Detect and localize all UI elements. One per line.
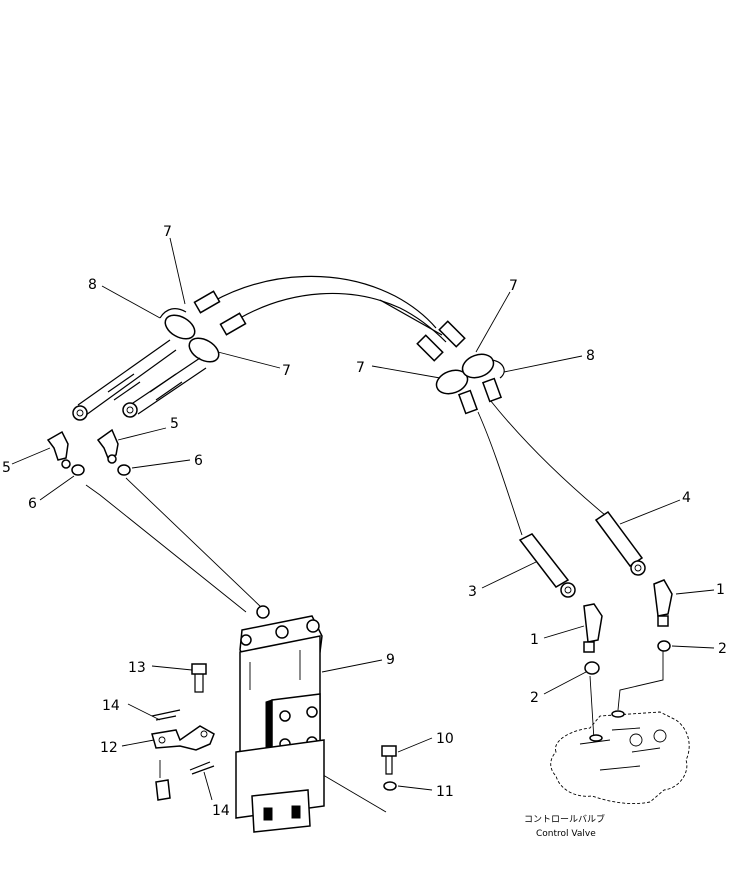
callout-8-right: 8 <box>586 348 595 364</box>
right-hose-4 <box>594 510 646 576</box>
callout-10: 10 <box>436 731 454 747</box>
callout-5-outer: 5 <box>2 460 11 476</box>
leader-lines <box>11 237 715 801</box>
clip-14-lower <box>189 761 215 775</box>
left-hose-clamp <box>159 290 247 363</box>
callout-11: 11 <box>436 784 454 800</box>
callout-14-upper: 14 <box>102 698 120 714</box>
callout-6-outer: 6 <box>28 496 37 512</box>
callout-labels: 7 8 7 7 7 8 5 5 6 6 4 3 1 1 2 2 9 13 14 … <box>2 224 727 819</box>
swivel-joint <box>235 605 325 833</box>
caption-english: Control Valve <box>536 829 596 839</box>
callout-4: 4 <box>682 490 691 506</box>
callout-12: 12 <box>100 740 118 756</box>
stud-below-bracket <box>155 760 171 801</box>
right-hose-clamp <box>416 320 505 415</box>
callout-13: 13 <box>128 660 146 676</box>
callout-7-left-bottom: 7 <box>282 363 291 379</box>
caption-japanese: コントロールバルブ <box>524 813 605 825</box>
callout-2-right: 2 <box>718 641 727 657</box>
callout-9: 9 <box>386 652 395 668</box>
washer-11 <box>383 781 397 791</box>
bolt-13 <box>191 663 207 693</box>
left-elbow-fittings <box>46 428 119 469</box>
right-hose-3 <box>518 533 576 598</box>
control-valve <box>550 710 690 805</box>
control-valve-caption: コントロールバルブ Control Valve <box>524 813 605 839</box>
callout-7-right-top: 7 <box>509 278 518 294</box>
callout-1-right: 1 <box>716 582 725 598</box>
right-elbow-fittings <box>583 579 673 653</box>
left-hose-assembly <box>72 339 207 421</box>
callout-2-left: 2 <box>530 690 539 706</box>
callout-7-left-top: 7 <box>163 224 172 240</box>
callout-1-left: 1 <box>530 632 539 648</box>
right-o-rings <box>584 640 671 675</box>
callout-5-inner: 5 <box>170 416 179 432</box>
callout-8-left: 8 <box>88 277 97 293</box>
callout-7-right-left: 7 <box>356 360 365 376</box>
bolt-10 <box>381 745 397 775</box>
callout-6-inner: 6 <box>194 453 203 469</box>
left-o-rings <box>71 464 131 476</box>
hose-routing <box>85 275 664 813</box>
callout-3: 3 <box>468 584 477 600</box>
callout-14-lower: 14 <box>212 803 230 819</box>
bracket-12 <box>151 725 215 751</box>
